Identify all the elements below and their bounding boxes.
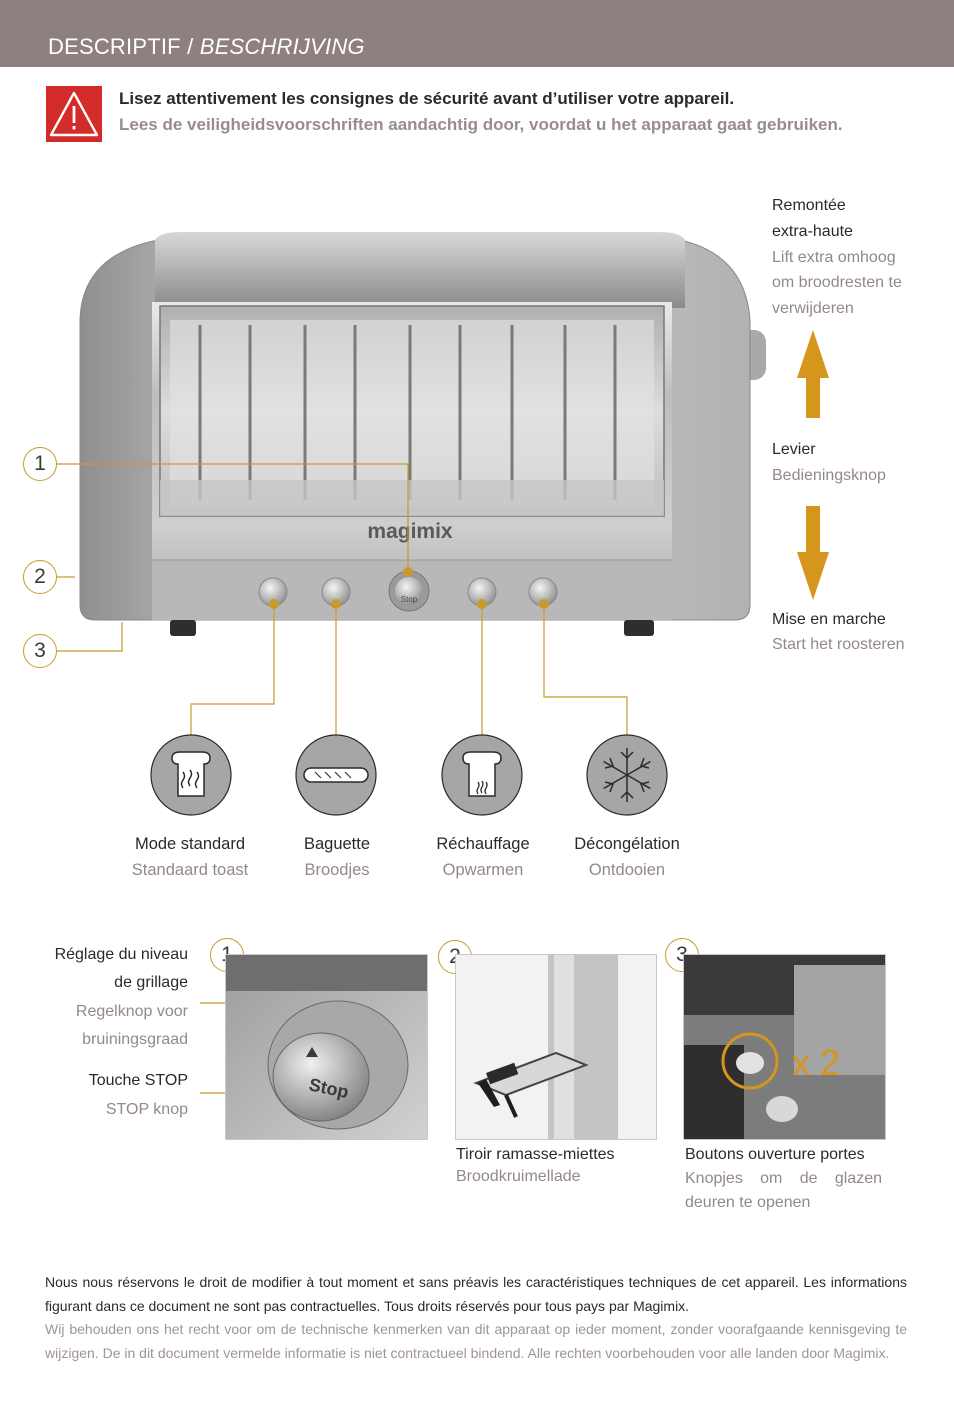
lift-label-nl-3: verwijderen xyxy=(772,300,854,317)
mode-baguette-fr: Baguette xyxy=(303,835,371,853)
browning-label-fr-1: Réglage du niveau xyxy=(54,946,188,963)
toaster-illustration: magimix Stop xyxy=(79,232,766,636)
mode-standard-nl: Standaard toast xyxy=(131,861,249,879)
mode-reheat-fr: Réchauffage xyxy=(436,835,530,853)
warning-text-fr: Lisez attentivement les consignes de séc… xyxy=(119,89,735,108)
knob-standard[interactable] xyxy=(258,577,288,607)
knob-baguette[interactable] xyxy=(321,577,351,607)
browning-label-nl-1: Regelknop voor xyxy=(75,1003,188,1020)
mode-defrost-fr: Décongélation xyxy=(574,835,680,853)
lift-arrow-up-icon xyxy=(797,330,829,418)
mode-defrost-nl: Ontdooien xyxy=(588,861,666,879)
mode-standard-caption: Mode standard Standaard toast xyxy=(110,831,270,883)
legal-text-fr: Nous nous réservons le droit de modifier… xyxy=(45,1274,907,1314)
stop-label-fr: Touche STOP xyxy=(88,1072,188,1089)
stop-knob-label: Stop xyxy=(401,595,418,604)
crumb-tray-nl: Broodkruimellade xyxy=(456,1168,581,1185)
door-buttons-nl-1: Knopjes om de glazen xyxy=(685,1170,882,1187)
reheat-icon xyxy=(441,734,523,816)
lever-label-fr: Levier xyxy=(772,441,816,458)
snowflake-icon xyxy=(586,734,668,816)
mode-standard-fr: Mode standard xyxy=(134,835,246,853)
photo-browning-knob: Stop xyxy=(225,954,428,1140)
browning-label-nl-2: bruiningsgraad xyxy=(82,1031,188,1048)
photo-crumb-tray xyxy=(455,954,657,1140)
title-fr: DESCRIPTIF xyxy=(48,34,181,59)
toast-standard-icon xyxy=(150,734,232,816)
lever-label-nl: Bedieningsknop xyxy=(772,467,886,484)
start-label-fr: Mise en marche xyxy=(772,611,886,628)
knob-reheat[interactable] xyxy=(467,577,497,607)
mode-baguette-caption: Baguette Broodjes xyxy=(272,831,402,883)
callout-2: 2 xyxy=(23,560,57,594)
brand-logo: magimix xyxy=(367,520,453,543)
warning-text-nl: Lees de veiligheidsvoorschriften aandach… xyxy=(119,115,843,134)
callout-3: 3 xyxy=(23,634,57,668)
door-buttons-fr: Boutons ouverture portes xyxy=(685,1146,865,1163)
title-separator: / xyxy=(180,34,200,59)
lift-label-nl-2: om broodresten te xyxy=(772,274,902,291)
baguette-icon xyxy=(295,734,377,816)
legal-text-nl: Wij behouden ons het recht voor om de te… xyxy=(45,1321,907,1361)
title-nl: BESCHRIJVING xyxy=(199,34,365,59)
lift-label-fr-1: Remontée xyxy=(772,197,846,214)
legal-footer: Nous nous réservons le droit de modifier… xyxy=(45,1271,907,1365)
lift-label-nl-1: Lift extra omhoog xyxy=(772,249,896,266)
crumb-tray-fr: Tiroir ramasse-miettes xyxy=(456,1146,615,1163)
mode-baguette-nl: Broodjes xyxy=(304,861,370,879)
lift-label-fr-2: extra-haute xyxy=(772,223,853,240)
photo-door-buttons: x 2 xyxy=(683,954,886,1140)
callout-1: 1 xyxy=(23,447,57,481)
warning-triangle-icon xyxy=(46,86,102,142)
section-title: DESCRIPTIF / BESCHRIJVING xyxy=(48,34,365,60)
start-label-nl: Start het roosteren xyxy=(772,636,905,653)
mode-defrost-caption: Décongélation Ontdooien xyxy=(556,831,698,883)
knob-defrost[interactable] xyxy=(528,577,558,607)
start-arrow-down-icon xyxy=(797,506,829,600)
door-buttons-nl-2: deuren te openen xyxy=(685,1194,811,1211)
section-header: DESCRIPTIF / BESCHRIJVING xyxy=(0,0,954,67)
mode-reheat-caption: Réchauffage Opwarmen xyxy=(418,831,548,883)
stop-label-nl: STOP knop xyxy=(105,1101,188,1118)
mode-reheat-nl: Opwarmen xyxy=(442,861,524,879)
multiplier-x2: x 2 xyxy=(792,1042,840,1083)
browning-label-fr-2: de grillage xyxy=(114,974,188,991)
